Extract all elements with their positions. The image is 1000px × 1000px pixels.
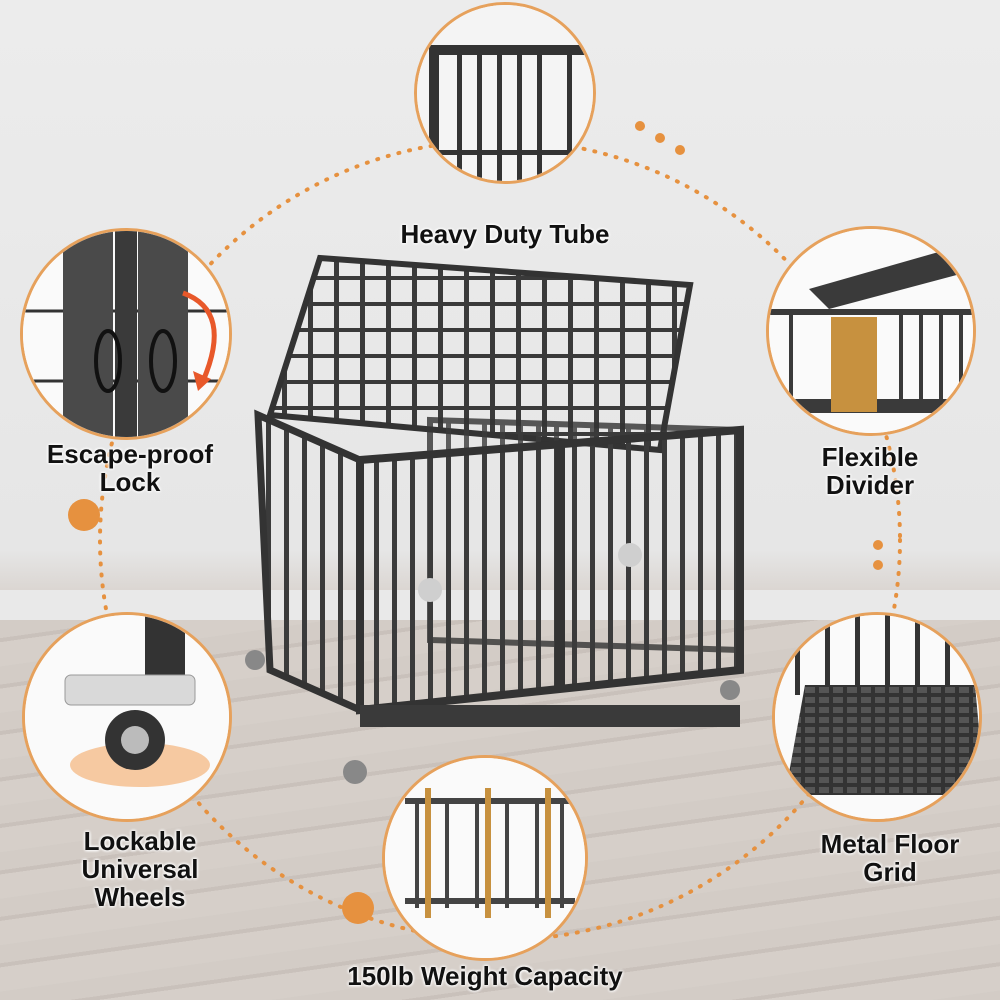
callout-heavy-duty-tube	[414, 2, 596, 184]
label-weight-capacity: 150lb Weight Capacity	[347, 961, 623, 991]
callout-flexible-divider	[766, 226, 976, 436]
callout-metal-floor-grid	[772, 612, 982, 822]
label-line: Universal	[81, 854, 199, 884]
callout-escape-proof-lock	[20, 228, 232, 440]
label-line: Lock	[99, 467, 161, 497]
tube-closeup-image	[417, 5, 593, 181]
label-flexible-divider: Flexible Divider	[770, 443, 970, 499]
label-line: Divider	[825, 470, 915, 500]
callout-weight-capacity	[382, 755, 588, 961]
wheel-closeup-image	[25, 615, 229, 819]
label-line: Flexible	[821, 442, 919, 472]
label-line: Lockable	[83, 826, 197, 856]
dog-crate-image	[245, 254, 744, 784]
capacity-closeup-image	[385, 758, 585, 958]
label-lockable-wheels: Lockable Universal Wheels	[40, 827, 240, 911]
label-line: Metal Floor	[820, 829, 960, 859]
callout-lockable-wheels	[22, 612, 232, 822]
label-metal-floor-grid: Metal Floor Grid	[790, 830, 990, 886]
floor-grid-closeup-image	[775, 615, 979, 819]
label-escape-proof-lock: Escape-proof Lock	[10, 440, 250, 496]
divider-closeup-image	[769, 229, 973, 433]
label-line: Escape-proof	[46, 439, 214, 469]
label-line: Grid	[863, 857, 917, 887]
lock-closeup-image	[23, 231, 229, 437]
label-heavy-duty-tube: Heavy Duty Tube	[400, 219, 610, 249]
label-line: Wheels	[94, 882, 186, 912]
